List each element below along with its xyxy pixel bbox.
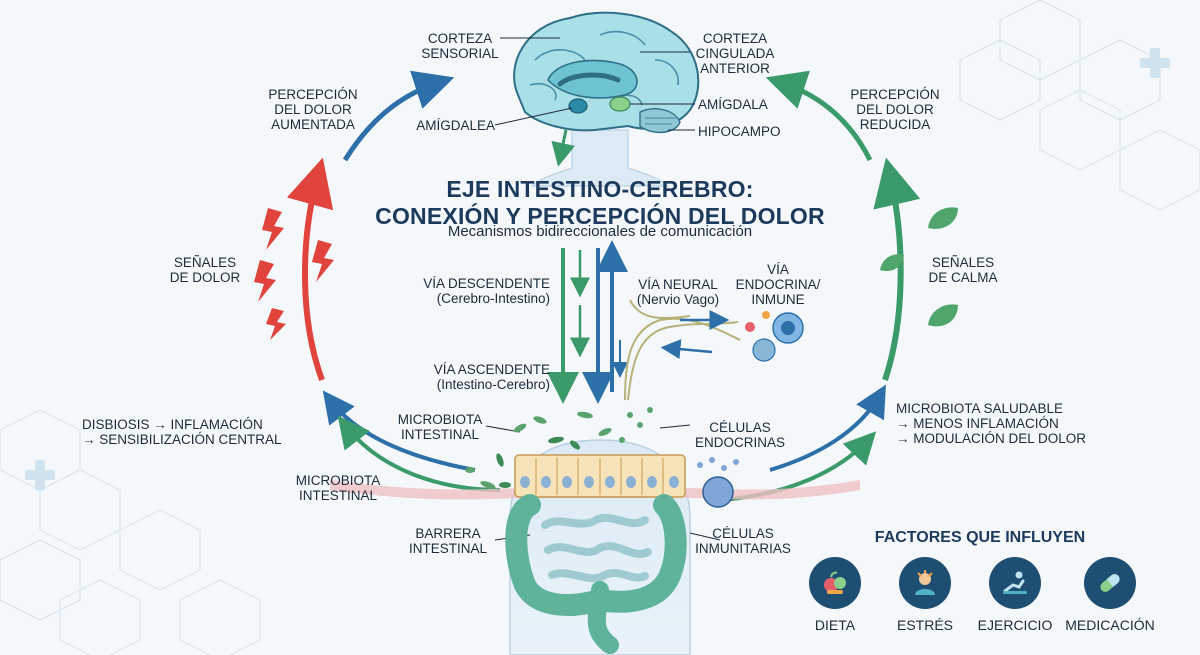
- label-line: (Intestino-Cerebro): [436, 377, 550, 392]
- stressed-person-icon: [899, 557, 951, 609]
- label-line: → MODULACIÓN DEL DOLOR: [896, 431, 1087, 446]
- label-line: ENDOCRINAS: [694, 435, 785, 450]
- factor-estres: ESTRÉS: [870, 557, 980, 633]
- label-line: CORTEZA: [702, 31, 768, 46]
- factor-label: MEDICACIÓN: [1065, 617, 1155, 633]
- label-line: (Cerebro-Intestino): [436, 291, 550, 306]
- label-line: SENSORIAL: [421, 46, 499, 61]
- label-line: MICROBIOTA SALUDABLE: [896, 401, 1064, 416]
- label-line: INTESTINAL: [408, 541, 487, 556]
- label-senales-dolor: SEÑALES DE DOLOR: [160, 255, 250, 285]
- label-via-endocrina: VÍA ENDOCRINA/ INMUNE: [728, 262, 828, 307]
- title-line: EJE INTESTINO-CEREBRO:: [446, 176, 754, 202]
- neck-silhouette: [530, 129, 670, 187]
- label-line: (Nervio Vago): [636, 292, 720, 307]
- label-via-descendente: VÍA DESCENDENTE (Cerebro-Intestino): [390, 276, 550, 306]
- plus-icon: [25, 48, 1170, 490]
- microbes: [465, 407, 739, 489]
- label-microbiota-saludable: MICROBIOTA SALUDABLE → MENOS INFLAMACIÓN…: [896, 401, 1086, 446]
- label-line: VÍA NEURAL: [638, 277, 718, 292]
- label-percepcion-reducida: PERCEPCIÓN DEL DOLOR REDUCIDA: [840, 87, 950, 132]
- label-line: CÉLULAS: [709, 420, 771, 435]
- label-line: INTESTINAL: [298, 488, 377, 503]
- label-line: PERCEPCIÓN: [268, 87, 358, 102]
- label-corteza-cingulada: CORTEZA CINGULADA ANTERIOR: [690, 31, 780, 76]
- factor-ejercicio: EJERCICIO: [960, 557, 1070, 633]
- label-percepcion-aumentada: PERCEPCIÓN DEL DOLOR AUMENTADA: [258, 87, 368, 132]
- label-line: PERCEPCIÓN: [850, 87, 940, 102]
- label-via-ascendente: VÍA ASCENDENTE (Intestino-Cerebro): [390, 362, 550, 392]
- factors-title: FACTORES QUE INFLUYEN: [874, 529, 1086, 546]
- label-microbiota-left: MICROBIOTA INTESTINAL: [288, 473, 388, 503]
- brain: [513, 11, 700, 133]
- label-line: DE DOLOR: [169, 270, 241, 285]
- immune-cells: [745, 311, 804, 362]
- food-icon: [809, 557, 861, 609]
- label-line: ENDOCRINA/: [735, 277, 821, 292]
- label-senales-calma: SEÑALES DE CALMA: [918, 255, 1008, 285]
- arrow-microbiota-left: [337, 415, 501, 492]
- intestines: [505, 494, 687, 654]
- page-subtitle: Mecanismos bidireccionales de comunicaci…: [447, 223, 753, 240]
- label-line: SEÑALES: [173, 255, 237, 270]
- factor-dieta: DIETA: [780, 557, 890, 633]
- label-amigdala: AMÍGDALA: [698, 97, 768, 112]
- label-line: VÍA ASCENDENTE: [433, 362, 550, 377]
- label-via-neural: VÍA NEURAL (Nervio Vago): [628, 277, 728, 307]
- label-line: SEÑALES: [931, 255, 995, 270]
- arrow-dysbiosis-up: [322, 390, 476, 472]
- arrow-calm-signals: [873, 157, 921, 381]
- arrow-pain-signals: [286, 157, 334, 382]
- label-line: DEL DOLOR: [856, 102, 934, 117]
- arrow-perception-reduced: [765, 70, 873, 162]
- label-line: → SENSIBILIZACIÓN CENTRAL: [82, 432, 282, 447]
- label-barrera-intestinal: BARRERA INTESTINAL: [400, 526, 496, 556]
- label-line: MICROBIOTA: [295, 473, 381, 488]
- lightning-icon: [254, 208, 334, 340]
- label-line: INMUNE: [751, 292, 805, 307]
- arrow-perception-increased: [342, 70, 455, 162]
- label-hipocampo: HIPOCAMPO: [698, 124, 781, 139]
- label-line: REDUCIDA: [859, 117, 931, 132]
- leaf-icon: [880, 207, 958, 327]
- label-line: CINGULADA: [695, 46, 775, 61]
- label-celulas-inmunitarias: CÉLULAS INMUNITARIAS: [688, 526, 798, 556]
- label-line: MICROBIOTA: [397, 412, 483, 427]
- label-line: AUMENTADA: [271, 117, 355, 132]
- factor-label: DIETA: [814, 617, 856, 633]
- pill-icon: [1084, 557, 1136, 609]
- arrow-healthy-microbiota: [769, 384, 886, 472]
- title-line: CONEXIÓN Y PERCEPCIÓN DEL DOLOR: [375, 203, 825, 229]
- label-line: CÉLULAS: [712, 526, 774, 541]
- factor-label: EJERCICIO: [977, 617, 1053, 633]
- label-line: DISBIOSIS → INFLAMACIÓN: [82, 417, 263, 432]
- pathway-arrows: [547, 129, 628, 404]
- label-microbiota-intestinal: MICROBIOTA INTESTINAL: [392, 412, 488, 442]
- immune-cell: [702, 476, 734, 508]
- page-title: EJE INTESTINO-CEREBRO: CONEXIÓN Y PERCEP…: [330, 176, 870, 230]
- label-line: INMUNITARIAS: [695, 541, 791, 556]
- label-corteza-sensorial: CORTEZA SENSORIAL: [420, 31, 500, 61]
- label-celulas-endocrinas: CÉLULAS ENDOCRINAS: [690, 420, 790, 450]
- label-line: BARRERA: [415, 526, 481, 541]
- epithelium: [514, 454, 686, 498]
- label-line: DE CALMA: [928, 270, 998, 285]
- immune-arrow: [660, 339, 713, 360]
- factor-label: ESTRÉS: [896, 617, 953, 633]
- label-line: → MENOS INFLAMACIÓN: [896, 416, 1059, 431]
- label-line: INTESTINAL: [400, 427, 479, 442]
- label-amigdalea: AMÍGDALEA: [416, 118, 495, 133]
- label-line: CORTEZA: [427, 31, 493, 46]
- exercise-icon: [989, 557, 1041, 609]
- label-line: DEL DOLOR: [274, 102, 352, 117]
- label-line: VÍA: [767, 262, 789, 277]
- label-disbiosis: DISBIOSIS → INFLAMACIÓN → SENSIBILIZACIÓ…: [82, 417, 282, 447]
- label-line: ANTERIOR: [700, 61, 770, 76]
- label-line: VÍA DESCENDENTE: [423, 276, 550, 291]
- factor-medicacion: MEDICACIÓN: [1055, 557, 1165, 633]
